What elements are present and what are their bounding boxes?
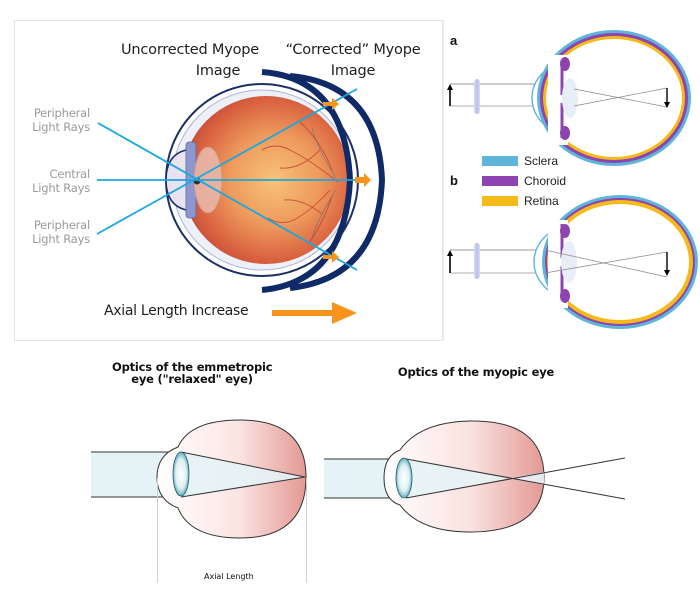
peripheral-bottom-line2: Light Rays	[32, 232, 90, 246]
ray-peripheral-bottom	[96, 88, 358, 235]
peripheral-top-label: Peripheral Light Rays	[20, 106, 90, 134]
light-rays	[96, 88, 358, 271]
axial-increase-caption: Axial Length Increase	[104, 303, 249, 319]
uncorrected-label-line2: Image	[195, 63, 241, 79]
corrective-lens-b	[474, 243, 480, 279]
corrected-label-line2: Image	[330, 63, 376, 79]
uncorrected-label-line1: Uncorrected Myope	[121, 42, 259, 58]
corrected-image-shell	[289, 73, 386, 291]
myopic-title: Optics of the myopic eye	[397, 365, 555, 379]
axial-increase-arrow	[272, 302, 357, 324]
axial-length-label: Axial Length	[204, 572, 254, 581]
emmetropic-title: Optics of the emmetropic eye ("relaxed" …	[112, 360, 273, 386]
peripheral-bottom-label: Peripheral Light Rays	[20, 218, 90, 246]
legend-swatch-retina	[482, 196, 518, 206]
corrected-image-label: “Corrected” Myope Image	[278, 40, 428, 82]
legend-label-retina: Retina	[524, 194, 559, 208]
myopic-lens	[395, 457, 413, 499]
legend-label-choroid: Choroid	[524, 174, 567, 188]
central-line1: Central	[49, 167, 91, 181]
peripheral-top-line1: Peripheral	[33, 106, 90, 120]
legend-swatch-sclera	[482, 156, 518, 166]
central-line2: Light Rays	[32, 181, 90, 195]
arrow-bottom	[323, 251, 339, 263]
uncorrected-image-label: Uncorrected Myope Image	[100, 40, 280, 82]
corrected-label-line1: “Corrected” Myope	[285, 42, 421, 58]
emmetropic-title-line2: eye ("relaxed" eye)	[131, 372, 253, 386]
emmetropic-lens	[172, 451, 190, 497]
panel-letter-b: b	[450, 173, 458, 188]
panel-letter-a: a	[450, 33, 458, 48]
legend-swatch-choroid	[482, 176, 518, 186]
eye-a-diagram	[447, 30, 691, 166]
corrective-lens-a	[474, 79, 480, 114]
central-label: Central Light Rays	[20, 167, 90, 195]
eye-b-diagram	[447, 195, 698, 329]
myopic-eye-diagram	[324, 420, 626, 533]
peripheral-top-line2: Light Rays	[32, 120, 90, 134]
legend-label-sclera: Sclera	[524, 154, 559, 168]
ray-peripheral-top	[97, 122, 358, 271]
peripheral-bottom-line1: Peripheral	[33, 218, 90, 232]
arrow-center	[355, 173, 371, 187]
emmetropic-title-line1: Optics of the emmetropic	[112, 360, 273, 374]
arrow-top	[323, 98, 339, 110]
emmetropic-eye-diagram	[91, 419, 307, 583]
shift-arrows	[323, 98, 371, 263]
